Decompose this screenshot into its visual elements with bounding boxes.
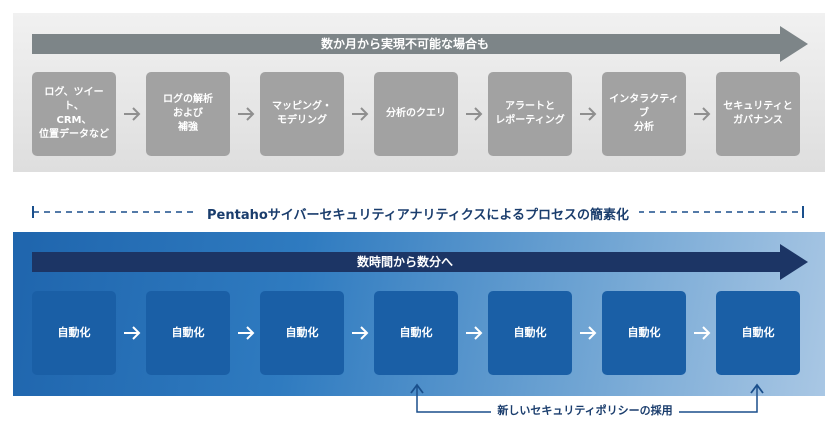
step-label-line: セキュリティと [723, 101, 793, 112]
automated-timeline-label: 数時間から数分へ [356, 255, 453, 269]
automation-step: 自動化 [146, 291, 230, 375]
step-label-line: CRM、 [56, 115, 92, 126]
step-label-line: モデリング [277, 115, 327, 126]
step-label: 自動化 [285, 326, 319, 339]
arrow-right-icon [465, 107, 483, 121]
policy-feedback-loop: 新しいセキュリティポリシーの採用 [405, 378, 765, 428]
automation-step: 自動化 [260, 291, 344, 375]
step-label-line: および [173, 108, 203, 119]
step-security-governance: セキュリティと ガバナンス [716, 72, 800, 156]
arrow-right-icon [465, 326, 483, 340]
arrow-right-icon [237, 326, 255, 340]
step-label-line: 分析のクエリ [386, 108, 446, 119]
step-label-line: ガバナンス [733, 115, 783, 126]
arrow-right-icon [693, 326, 711, 340]
divider-title: Pentahoサイバーセキュリティアナリティクスによるプロセスの簡素化 [197, 208, 639, 223]
automated-timeline-arrow: 数時間から数分へ [32, 244, 808, 280]
arrow-right-icon [237, 107, 255, 121]
feedback-label: 新しいセキュリティポリシーの採用 [491, 404, 679, 417]
step-label-line: レポーティング [495, 115, 565, 126]
step-label: 自動化 [171, 326, 205, 339]
step-alerting-reporting: アラートと レポーティング [488, 72, 572, 156]
process-simplification-divider: Pentahoサイバーセキュリティアナリティクスによるプロセスの簡素化 [32, 200, 804, 224]
arrow-right-icon [579, 326, 597, 340]
step-log-parsing: ログの解析 および 補強 [146, 72, 230, 156]
step-data-sources: ログ、ツイート、 CRM、 位置データなど [32, 72, 116, 156]
step-label: 自動化 [741, 326, 775, 339]
step-label: 自動化 [57, 326, 91, 339]
manual-timeline-label: 数か月から実現不可能な場合も [320, 37, 489, 51]
automation-step: 自動化 [716, 291, 800, 375]
feedback-loop-arrows [410, 383, 764, 413]
step-label-line: インタラクティブ [609, 94, 679, 119]
arrow-right-icon [351, 326, 369, 340]
step-label-line: 位置データなど [39, 129, 109, 140]
step-label-line: ログ、ツイート、 [44, 87, 104, 112]
automation-step: 自動化 [602, 291, 686, 375]
step-label-line: 補強 [178, 122, 198, 133]
arrow-right-icon [351, 107, 369, 121]
arrow-right-icon [123, 326, 141, 340]
automation-step: 自動化 [488, 291, 572, 375]
arrow-right-icon [693, 107, 711, 121]
automation-step: 自動化 [374, 291, 458, 375]
step-interactive-analysis: インタラクティブ 分析 [602, 72, 686, 156]
step-label-line: 分析 [634, 122, 654, 133]
automation-step: 自動化 [32, 291, 116, 375]
step-mapping-modeling: マッピング・ モデリング [260, 72, 344, 156]
step-label: 自動化 [513, 326, 547, 339]
step-label-line: マッピング・ [272, 101, 332, 112]
step-analysis-query: 分析のクエリ [374, 72, 458, 156]
step-label: 自動化 [399, 326, 433, 339]
step-label-line: アラートと [505, 101, 555, 112]
arrow-right-icon [32, 244, 808, 280]
step-label-line: ログの解析 [163, 94, 213, 105]
arrow-right-icon [32, 26, 808, 62]
arrow-right-icon [123, 107, 141, 121]
arrow-right-icon [579, 107, 597, 121]
manual-timeline-arrow: 数か月から実現不可能な場合も [32, 26, 808, 62]
step-label: 自動化 [627, 326, 661, 339]
